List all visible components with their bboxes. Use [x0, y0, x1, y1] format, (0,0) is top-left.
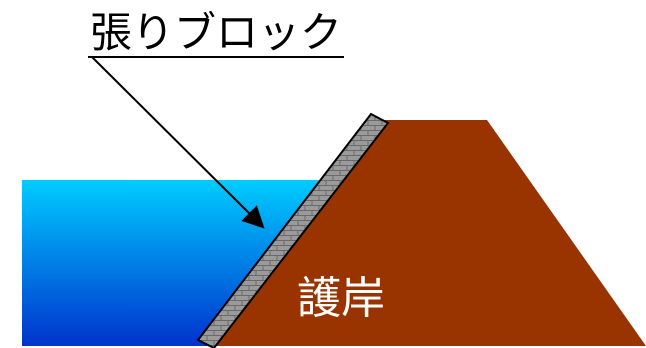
- revetment-block-strip: [196, 112, 390, 348]
- callout-arrow: [91, 56, 265, 229]
- callout-label: 張りブロック: [90, 8, 342, 57]
- embankment-shape: [210, 120, 646, 346]
- embankment-label: 護岸: [297, 273, 385, 324]
